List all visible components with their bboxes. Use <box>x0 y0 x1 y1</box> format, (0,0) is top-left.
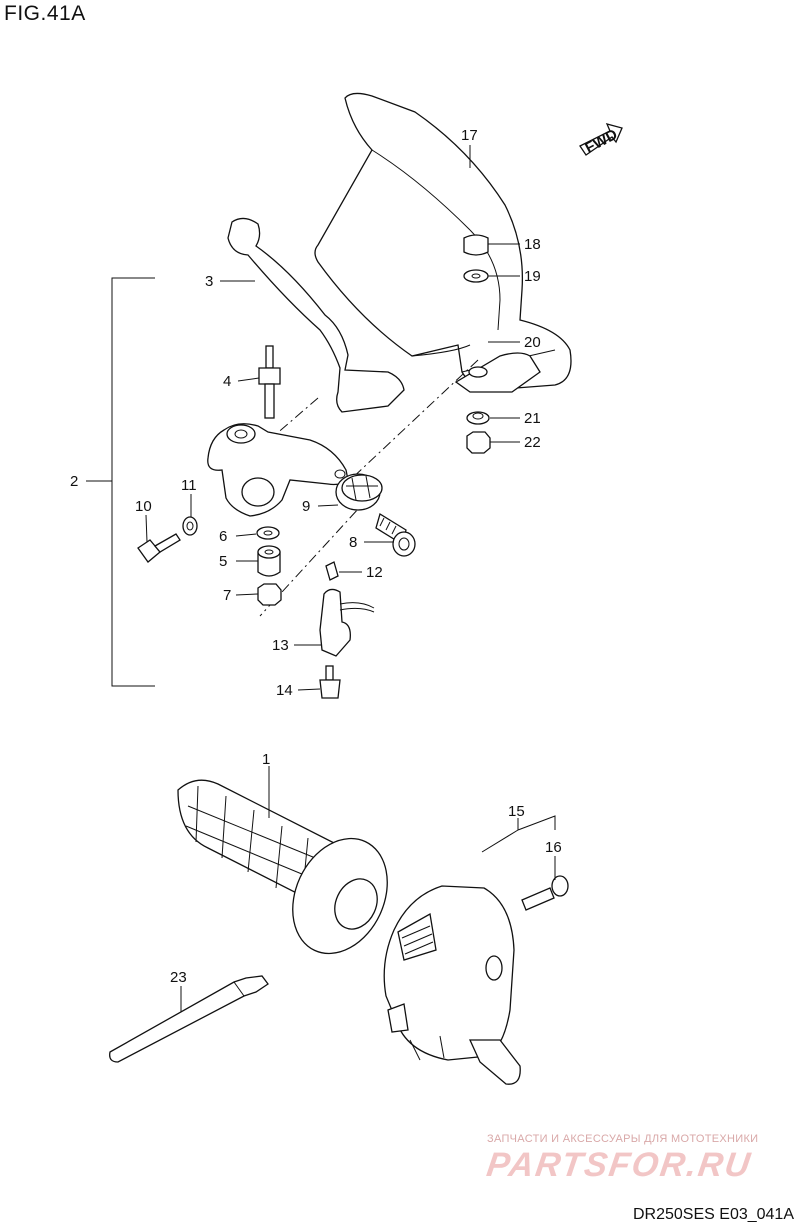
callout-5: 5 <box>219 553 227 570</box>
screw-14 <box>319 665 341 699</box>
pivot-bolt-10 <box>137 533 181 563</box>
figure-title: FIG.41A <box>4 2 86 25</box>
callout-17: 17 <box>461 127 478 144</box>
figure-code: DR250SES E03_041A <box>633 1206 794 1223</box>
callout-12: 12 <box>366 564 383 581</box>
guard-cap-18 <box>463 234 489 256</box>
watermark-logo: PARTSFOR.RU <box>484 1146 755 1184</box>
callout-1: 1 <box>262 751 270 768</box>
callout-7: 7 <box>223 587 231 604</box>
washer-21 <box>466 411 490 425</box>
handlebar-switch <box>383 885 521 1085</box>
washer-11 <box>182 516 198 536</box>
washer-19 <box>463 269 489 283</box>
callout-4: 4 <box>223 373 231 390</box>
callout-9: 9 <box>302 498 310 515</box>
callout-15: 15 <box>508 803 525 820</box>
callout-6: 6 <box>219 528 227 545</box>
callout-20: 20 <box>524 334 541 351</box>
assembly-bracket <box>111 277 155 687</box>
callout-21: 21 <box>524 410 541 427</box>
hand-guard <box>314 92 572 391</box>
nut-22 <box>466 431 491 454</box>
clutch-switch-13 <box>319 588 375 657</box>
adjuster-nut-9 <box>335 473 383 511</box>
callout-22: 22 <box>524 434 541 451</box>
callout-2: 2 <box>70 473 78 490</box>
callout-16: 16 <box>545 839 562 856</box>
guard-clamp <box>454 352 541 393</box>
callout-bracket-15 <box>517 815 556 831</box>
callout-23: 23 <box>170 969 187 986</box>
fwd-label: FWD <box>582 126 620 157</box>
callout-3: 3 <box>205 273 213 290</box>
callout-13: 13 <box>272 637 289 654</box>
switch-screw-16 <box>521 875 569 911</box>
bushing-5 <box>257 545 281 577</box>
clutch-lever <box>227 217 405 413</box>
callout-18: 18 <box>524 236 541 253</box>
nut-7 <box>257 583 282 606</box>
callout-14: 14 <box>276 682 293 699</box>
callout-8: 8 <box>349 534 357 551</box>
fwd-arrow-icon: FWD <box>579 123 623 157</box>
leader-lines <box>86 145 556 1012</box>
cable-adjuster-8 <box>375 512 416 557</box>
cable-strap <box>109 975 269 1063</box>
clip-12 <box>325 561 339 581</box>
watermark-tagline: ЗАПЧАСТИ И АКСЕССУАРЫ ДЛЯ МОТОТЕХНИКИ <box>487 1133 759 1145</box>
washer-6 <box>256 526 280 540</box>
handlebar-grip <box>177 779 388 955</box>
adjuster-bolt-4 <box>258 345 281 419</box>
callout-11: 11 <box>181 477 197 494</box>
callout-10: 10 <box>135 498 152 515</box>
callout-bracket-15b <box>481 829 519 853</box>
lever-holder <box>207 423 349 517</box>
callout-19: 19 <box>524 268 541 285</box>
